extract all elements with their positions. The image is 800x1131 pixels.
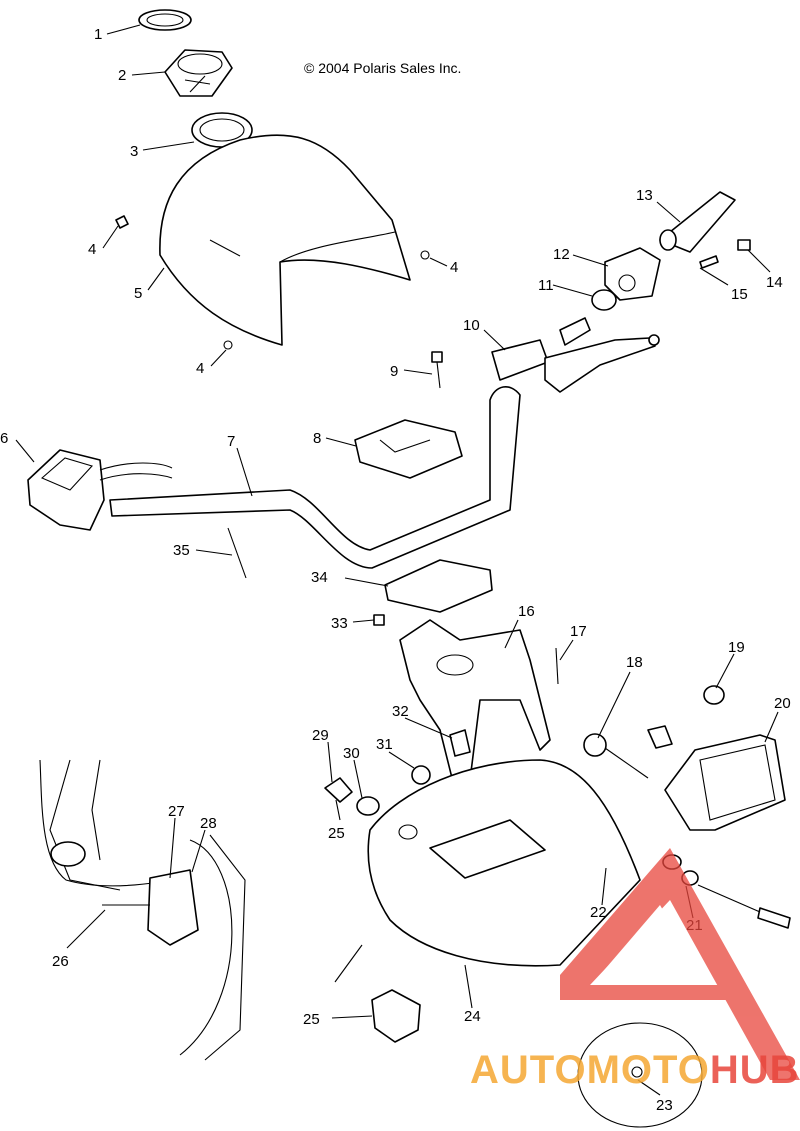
part-30-grommet [356,796,380,816]
part-1-ring [138,9,192,31]
part-5-cover [159,134,411,346]
part-18-adjuster [583,733,649,779]
part-17-screw [555,647,559,685]
part-11-bushing [591,289,617,311]
part-9-bolt [431,351,443,389]
copyright-notice: © 2004 Polaris Sales Inc. [304,60,462,76]
callout-8: 8 [313,430,321,447]
callout-15: 15 [731,286,748,303]
part-34-clamp-base [384,559,493,613]
callout-3: 3 [130,143,138,160]
part-19-ring [703,685,725,705]
part-15-screw [699,255,719,269]
callout-13: 13 [636,187,653,204]
callout-29: 29 [312,727,329,744]
callout-4c: 4 [196,360,204,377]
callout-17: 17 [570,623,587,640]
part-23-inset [577,1022,703,1128]
callout-16: 16 [518,603,535,620]
callout-labels: 1 2 3 4 4 4 5 6 7 8 9 10 11 12 13 14 15 … [0,26,791,1114]
callout-4a: 4 [88,241,96,258]
part-8-clamp [354,419,463,479]
part-13-grip [659,191,736,253]
callout-9: 9 [390,363,398,380]
callout-12: 12 [553,246,570,263]
callout-7: 7 [227,433,235,450]
part-4-screws [115,215,430,350]
part-10-master-cylinder [491,317,660,393]
part-20-headlight [647,725,786,831]
part-24-pod-housing [367,759,641,967]
part-14-cap [737,239,751,251]
callout-22: 22 [590,904,607,921]
part-25-bulbs [324,777,421,1043]
part-35-bolt [227,527,247,579]
callout-4b: 4 [450,259,458,276]
part-6-housing [27,449,173,531]
callout-14: 14 [766,274,783,291]
callout-23: 23 [656,1097,673,1114]
part-33-clip [373,614,385,626]
callout-2: 2 [118,67,126,84]
watermark-text: AUTOMOTOHUB [470,1048,800,1093]
callout-33: 33 [331,615,348,632]
part-12-throttle-housing [604,247,661,301]
part-32-label [449,729,471,757]
callout-35: 35 [173,542,190,559]
callout-25a: 25 [328,825,345,842]
part-7-handlebar [109,386,521,569]
callout-1: 1 [94,26,102,43]
part-2-bushing [164,49,233,97]
watermark-text-part2: HUB [709,1048,800,1092]
callout-31: 31 [376,736,393,753]
part-16-bracket [399,619,551,791]
callout-19: 19 [728,639,745,656]
callout-11: 11 [538,277,554,294]
callout-34: 34 [311,569,328,586]
callout-10: 10 [463,317,480,334]
callout-30: 30 [343,745,360,762]
callout-18: 18 [626,654,643,671]
callout-20: 20 [774,695,791,712]
callout-27: 27 [168,803,185,820]
callout-24: 24 [464,1008,481,1025]
callout-25b: 25 [303,1011,320,1028]
callout-28: 28 [200,815,217,832]
part-31-grommet [411,765,431,785]
callout-6: 6 [0,430,8,447]
callout-5: 5 [134,285,142,302]
brake-assembly-inset [39,759,246,1061]
callout-26: 26 [52,953,69,970]
callout-32: 32 [392,703,409,720]
watermark-logo [560,848,800,1080]
watermark-text-part1: AUTOMOTO [470,1048,710,1092]
